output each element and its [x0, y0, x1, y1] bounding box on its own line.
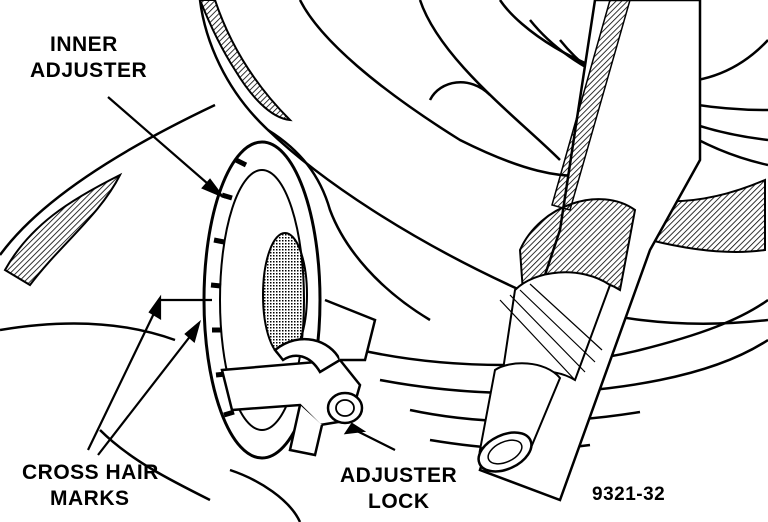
case-shading-right	[649, 178, 766, 253]
adjuster-lock-label-line1: ADJUSTER	[340, 464, 458, 487]
adjuster-lock	[220, 298, 377, 457]
leader-lines	[87, 96, 396, 456]
output-shaft	[477, 0, 702, 502]
case-shading-left	[3, 172, 123, 287]
inner-adjuster-label-line2: ADJUSTER	[30, 59, 148, 82]
cross-hair-marks-label-line1: CROSS HAIR	[22, 461, 159, 484]
cross-hair-marks-label-line2: MARKS	[50, 487, 130, 510]
adjuster-lock-label-line2: LOCK	[368, 490, 430, 513]
case-shading-top	[198, 0, 293, 122]
figure-number: 9321-32	[592, 484, 666, 505]
inner-adjuster-label-line1: INNER	[50, 33, 118, 56]
